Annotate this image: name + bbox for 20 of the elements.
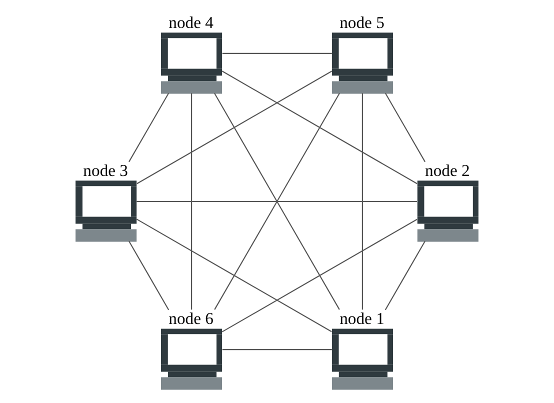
node-label: node 3 bbox=[83, 160, 128, 180]
node-label: node 1 bbox=[340, 308, 384, 328]
connector bbox=[384, 241, 426, 310]
connector bbox=[222, 70, 418, 184]
connector bbox=[128, 241, 170, 310]
node-label: node 2 bbox=[425, 160, 470, 180]
connector bbox=[384, 92, 426, 162]
connector bbox=[190, 93, 192, 310]
node-label: node 6 bbox=[168, 308, 214, 328]
connector bbox=[222, 348, 332, 350]
connector bbox=[136, 200, 417, 202]
connector bbox=[136, 218, 332, 332]
node-label: node 5 bbox=[340, 12, 384, 32]
connector bbox=[362, 93, 364, 310]
connector bbox=[136, 70, 332, 184]
connector bbox=[128, 92, 170, 162]
connector bbox=[222, 218, 418, 332]
node-label: node 4 bbox=[168, 12, 214, 32]
connector bbox=[214, 92, 340, 310]
connector bbox=[222, 52, 332, 54]
